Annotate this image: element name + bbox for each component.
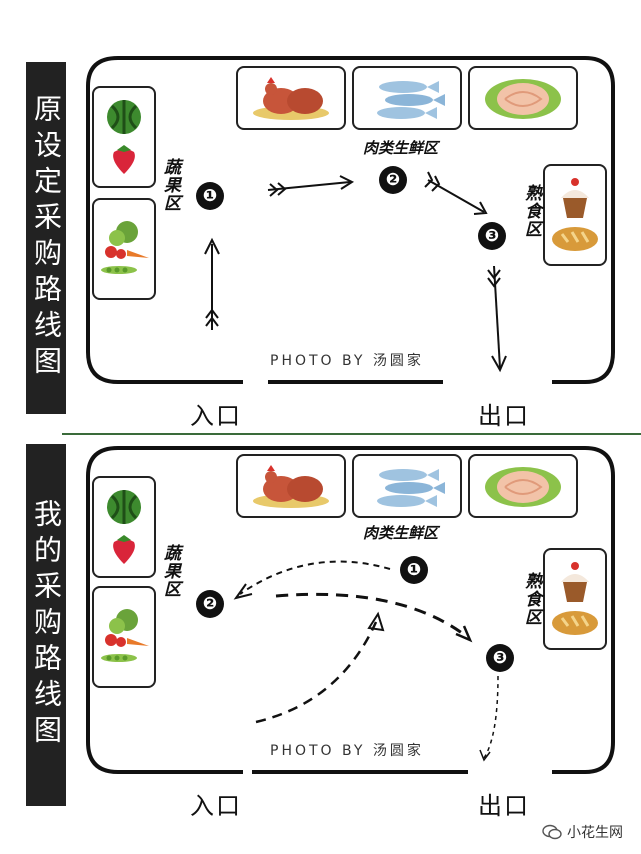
meat-platter-box: [468, 454, 578, 518]
stop-3-badge: ❸: [486, 644, 514, 672]
store-floor-outline: [86, 446, 615, 774]
fish-icon: [377, 81, 445, 119]
produce-zone-label: 蔬果区: [160, 158, 180, 212]
route-arrow-entrance-to-meat: [255, 611, 385, 724]
vegetables-icon: [101, 609, 149, 662]
exit-label: 出口: [478, 402, 530, 430]
photo-watermark: PHOTO BY 汤圆家: [270, 353, 424, 369]
route-arrow-1-to-2: [233, 560, 391, 600]
route-arrow-2-to-3: [424, 171, 488, 215]
produce-vegetable-box: [92, 198, 156, 300]
original-route-panel: 原设定采购路线图: [26, 56, 615, 430]
deli-zone-label: 熟食区: [521, 572, 541, 626]
chicken-icon: [253, 465, 329, 508]
cupcake-icon: [561, 178, 589, 218]
route-arrow-2-to-3: [275, 592, 473, 643]
meat-fish-box: [352, 66, 462, 130]
meat-chicken-box: [236, 66, 346, 130]
strawberry-icon: [113, 145, 135, 174]
stop-1-badge: ❶: [400, 556, 428, 584]
produce-fruit-box: [92, 476, 156, 578]
meat-zone-label: 肉类生鲜区: [363, 139, 439, 157]
route-arrow-entrance-to-1: [204, 237, 220, 330]
route-arrow-3-to-exit: [479, 675, 499, 762]
chicken-icon: [253, 77, 329, 120]
original-route-title: 原设定采购路线图: [26, 62, 66, 414]
store-floor-outline: [86, 56, 615, 384]
produce-fruit-box: [92, 86, 156, 188]
deli-zone-label: 熟食区: [521, 184, 541, 238]
fish-icon: [377, 469, 445, 507]
produce-vegetable-box: [92, 586, 156, 688]
my-route-title: 我的采购路线图: [26, 444, 66, 806]
meat-platter-icon: [485, 467, 561, 507]
photo-watermark: PHOTO BY 汤圆家: [270, 743, 424, 759]
wechat-icon: [542, 824, 562, 840]
stop-2-badge: ❷: [379, 166, 407, 194]
route-arrow-3-to-exit: [487, 265, 507, 373]
meat-platter-box: [468, 66, 578, 130]
entrance-label: 入口: [190, 402, 242, 430]
cupcake-icon: [561, 562, 589, 602]
stop-1-badge: ❶: [196, 182, 224, 210]
stop-2-badge: ❷: [196, 590, 224, 618]
vegetables-icon: [101, 221, 149, 274]
source-credit: 小花生网: [542, 822, 623, 842]
panel-divider: [62, 433, 641, 435]
meat-chicken-box: [236, 454, 346, 518]
meat-fish-box: [352, 454, 462, 518]
deli-box: [543, 548, 607, 650]
entrance-label: 入口: [190, 792, 242, 820]
my-route-panel: 我的采购路线图 蔬: [0, 436, 641, 854]
meat-platter-icon: [485, 79, 561, 119]
deli-box: [543, 164, 607, 266]
watermelon-icon: [107, 100, 141, 134]
stop-3-badge: ❸: [478, 222, 506, 250]
route-arrow-1-to-2: [267, 175, 355, 197]
bread-icon: [552, 227, 598, 251]
exit-label: 出口: [478, 792, 530, 820]
strawberry-icon: [113, 535, 135, 564]
meat-zone-label: 肉类生鲜区: [363, 524, 439, 542]
bread-icon: [552, 611, 598, 635]
produce-zone-label: 蔬果区: [160, 544, 180, 598]
watermelon-icon: [107, 490, 141, 524]
